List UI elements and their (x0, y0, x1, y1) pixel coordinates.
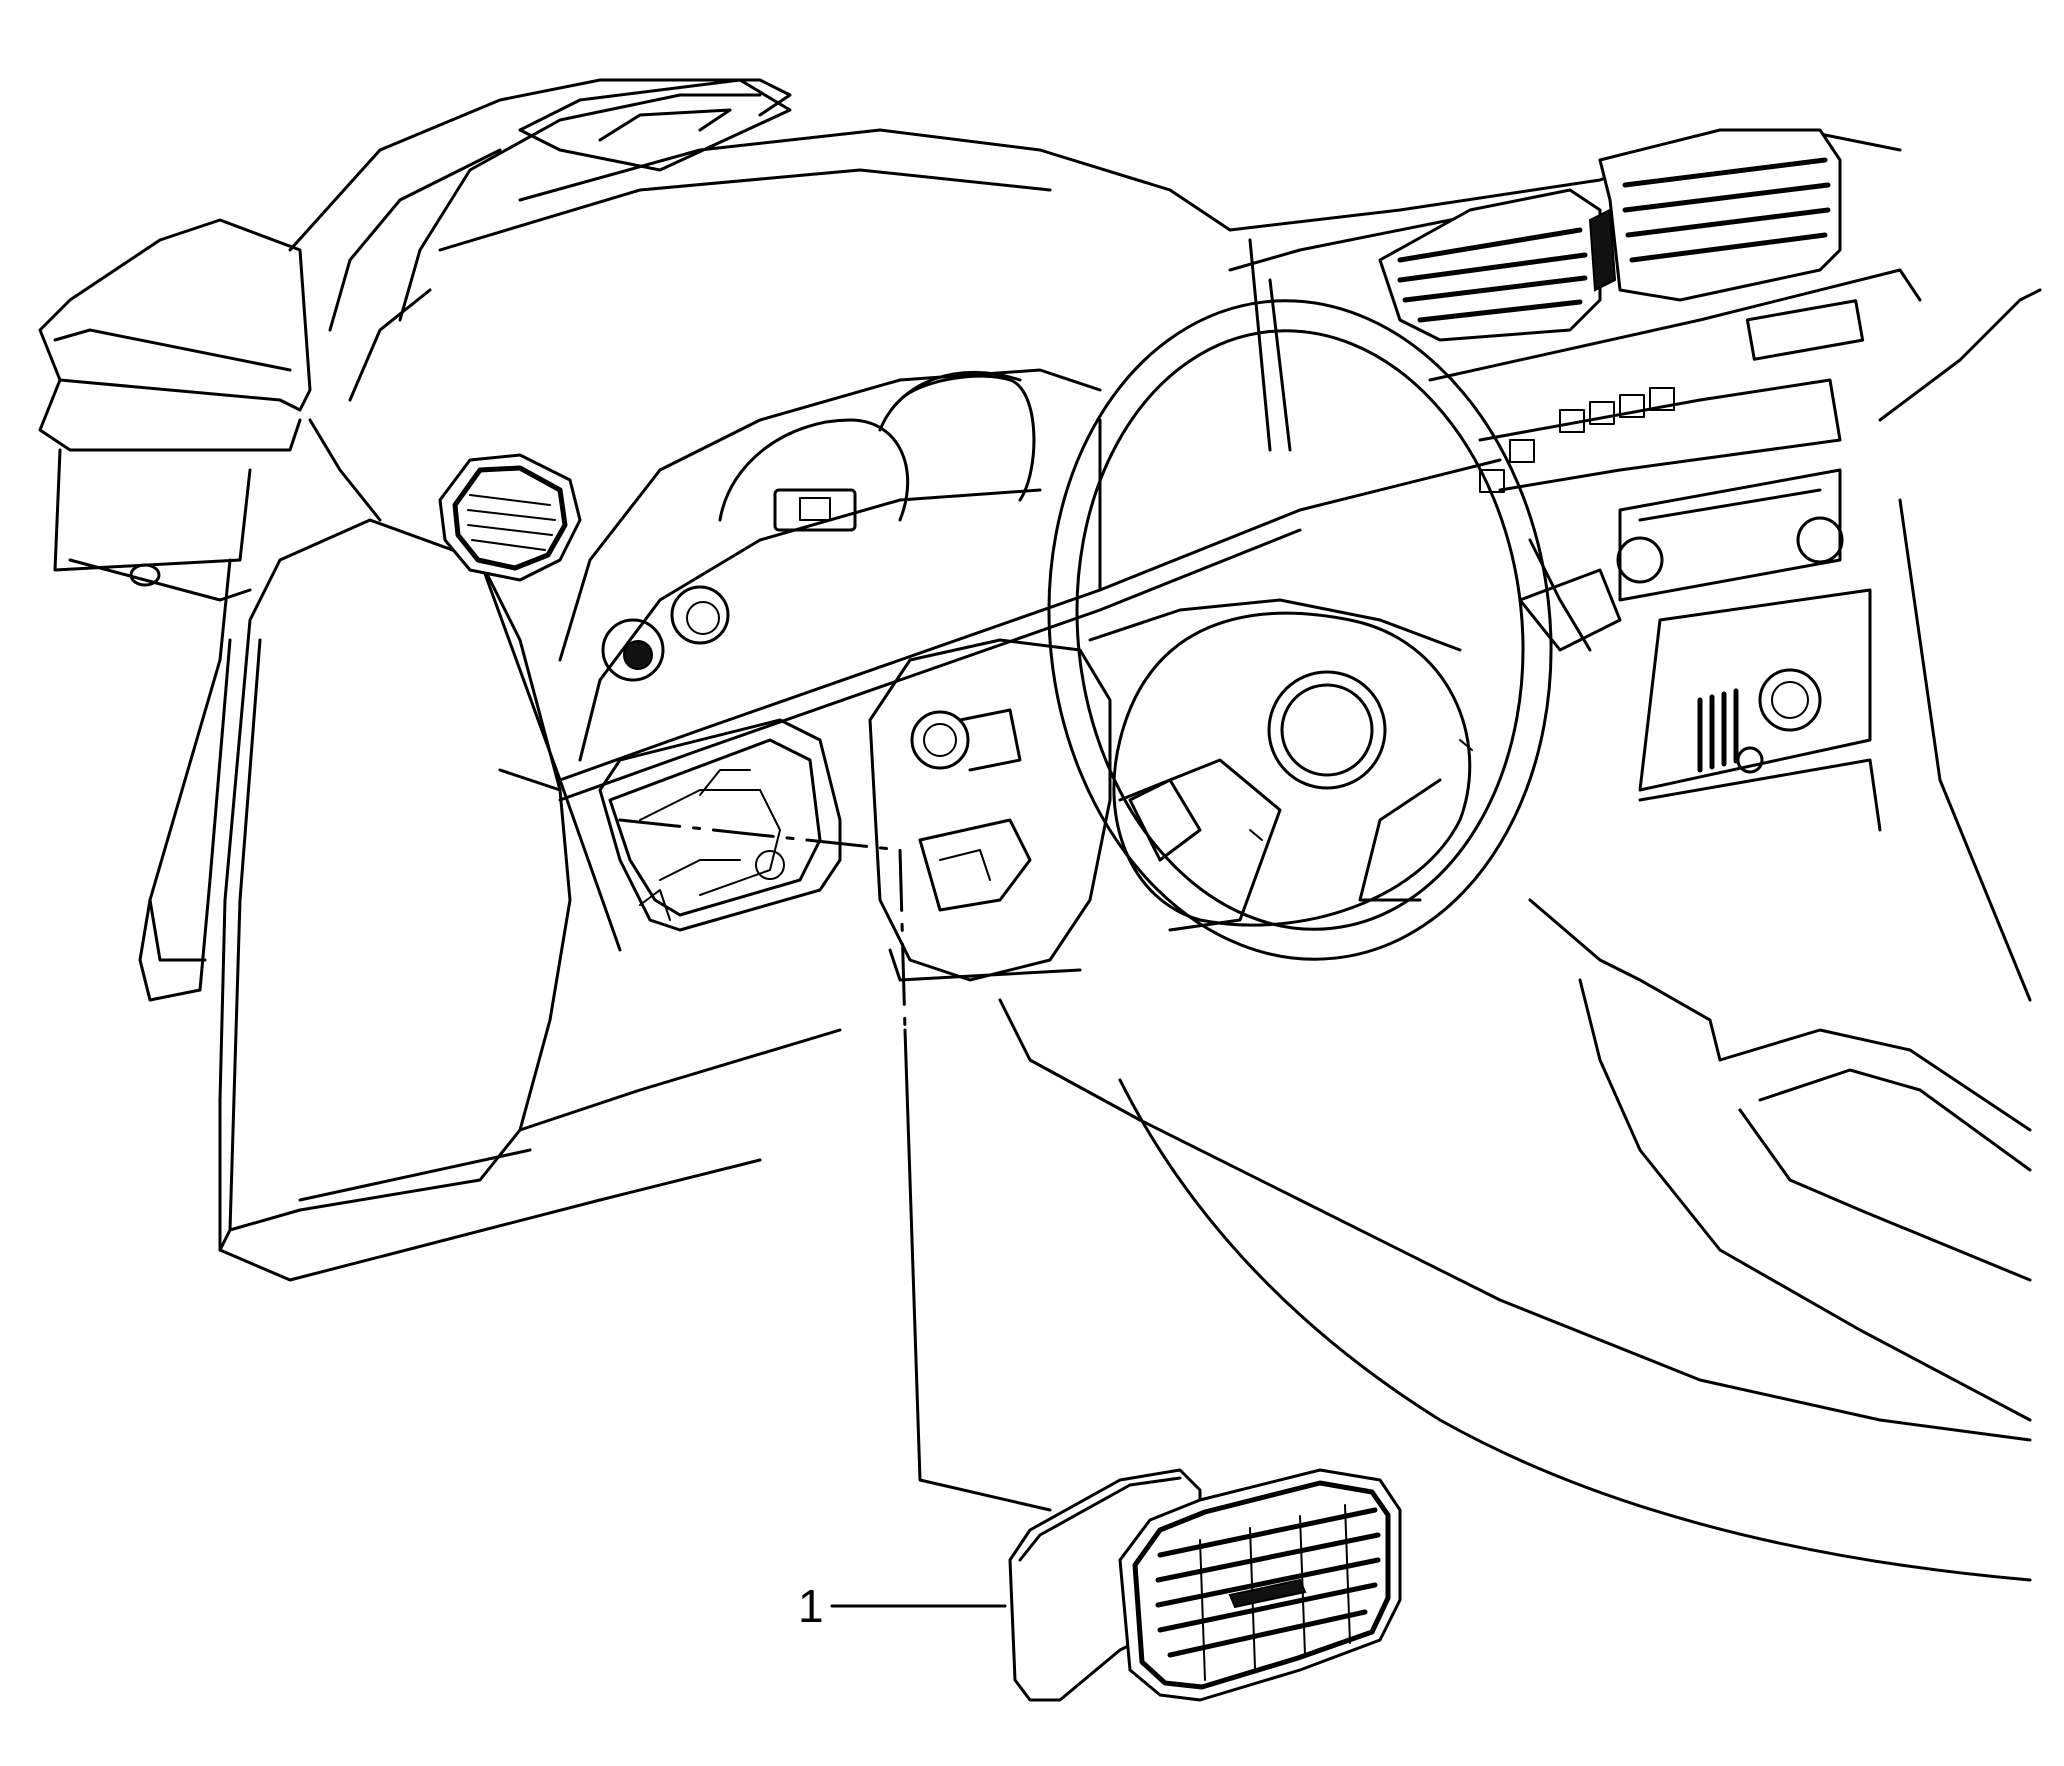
left-end-panel (38, 218, 312, 1002)
dash-trim (558, 238, 1502, 802)
center-vents (1378, 128, 1842, 342)
instrument-cluster (558, 368, 1102, 762)
callout-label-1: 1 (798, 1580, 824, 1632)
vent-louvers (1155, 1504, 1381, 1681)
air-vent-component (1008, 1468, 1402, 1702)
light-switch-knobs (601, 585, 730, 682)
lower-dash-panel (218, 518, 842, 1282)
steering-column (868, 638, 1112, 982)
center-stack (1428, 268, 1922, 832)
steering-wheel (1047, 299, 1622, 961)
vent-opening (598, 718, 842, 932)
climate-control-slots (1697, 688, 1739, 773)
center-console (998, 288, 2042, 1582)
leader-line (618, 818, 1052, 1512)
button-row (1479, 387, 1675, 493)
left-dash-vent (438, 453, 582, 582)
